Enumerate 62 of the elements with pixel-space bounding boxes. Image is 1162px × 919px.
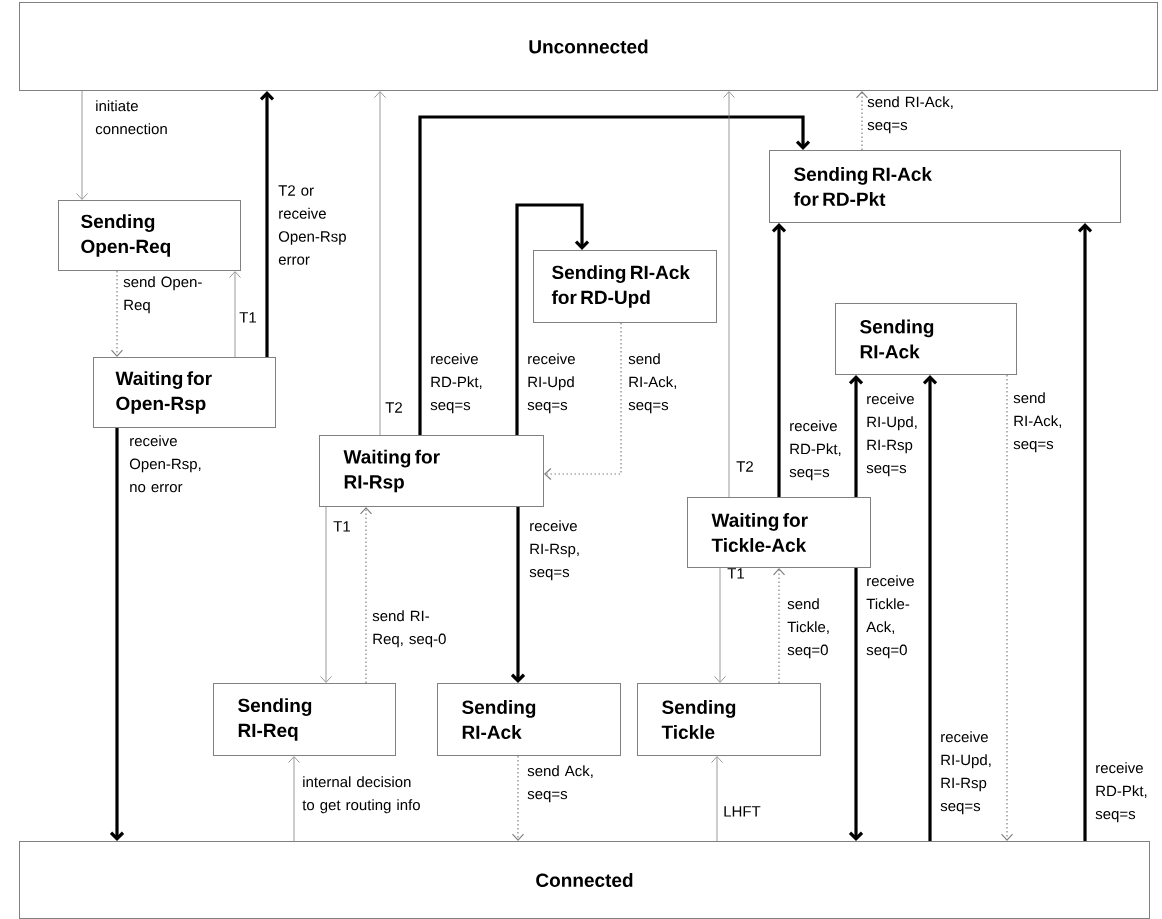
state-box: Sending RI-Ack (835, 303, 1017, 375)
edge-label: receive RI-Upd seq=s (527, 353, 575, 414)
arrow (771, 223, 787, 497)
arrow (848, 375, 864, 497)
edge-label: receive RD-Pkt, seq=s (789, 420, 841, 481)
edge-label: T2 (385, 402, 402, 413)
state-box: Sending RI-Ack for RD-Upd (533, 250, 717, 323)
arrow (772, 568, 786, 684)
edge-label: receive RD-Pkt, seq=s (1095, 762, 1147, 823)
edge-label: send RI-Ack, seq=s (628, 353, 677, 414)
arrow (714, 567, 726, 683)
edge-label: T2 (736, 461, 753, 472)
state-box: Sending Tickle (637, 683, 821, 756)
arrow (110, 270, 124, 357)
state-box: Waiting for RI-Rsp (319, 435, 544, 507)
edge-label: initiate connection (95, 100, 167, 135)
arrow (723, 91, 735, 498)
arrow (288, 756, 300, 842)
edge-label: T1 (333, 521, 350, 532)
state-box: Waiting for Tickle-Ack (687, 497, 871, 568)
state-box: Waiting for Open-Rsp (93, 357, 276, 428)
state-box: Sending RI-Ack for RD-Pkt (769, 150, 1121, 223)
edge-label: send Ack, seq=s (527, 765, 593, 803)
edge-label: receive RI-Rsp, seq=s (529, 520, 579, 581)
arrow (229, 271, 241, 358)
state-box: Unconnected (19, 2, 1158, 91)
arrow (320, 506, 332, 683)
arrow (848, 568, 864, 841)
edge-label: LHFT (724, 806, 761, 817)
arrow (711, 756, 723, 842)
arrow (511, 755, 525, 841)
edge-label: receive Tickle-Ack, seq=0 (866, 575, 914, 659)
arrow (855, 91, 869, 151)
arrow (922, 375, 938, 841)
arrow (374, 91, 386, 436)
arrow (418, 115, 811, 435)
edge-label: send Open-Req (123, 276, 202, 314)
arrow (1077, 223, 1093, 841)
state-box: Connected (19, 841, 1150, 919)
edge-label: internal decision to get routing info (302, 776, 420, 814)
edge-label: T1 (239, 312, 256, 323)
edge-label: send RI-Ack, seq=s (1013, 392, 1062, 453)
edge-label: send RI-Req, seq-0 (372, 610, 446, 648)
arrow (359, 507, 373, 684)
edge-label: T1 (727, 568, 744, 579)
arrow (76, 90, 88, 200)
arrow (1000, 374, 1014, 841)
edge-label: receive Open-Rsp, no error (129, 435, 201, 493)
edge-label: receive RI-Upd, RI-Rsp seq=s (940, 731, 991, 815)
arrow (510, 507, 526, 683)
state-box: Sending RI-Req (213, 683, 396, 756)
edge-label: send RI-Ack, seq=s (867, 96, 953, 134)
edge-label: receive RD-Pkt, seq=s (430, 353, 482, 414)
edge-label: send Tickle, seq=0 (787, 598, 829, 659)
state-box: Sending Open-Req (58, 200, 241, 271)
edge-label: T2 or receive Open-Rsp error (278, 185, 346, 265)
arrow (109, 428, 125, 841)
edge-label: receive RI-Upd, RI-Rsp seq=s (866, 393, 917, 477)
arrow (259, 91, 275, 357)
arrow (515, 203, 590, 435)
state-box: Sending RI-Ack (437, 683, 621, 756)
arrow (544, 322, 622, 481)
